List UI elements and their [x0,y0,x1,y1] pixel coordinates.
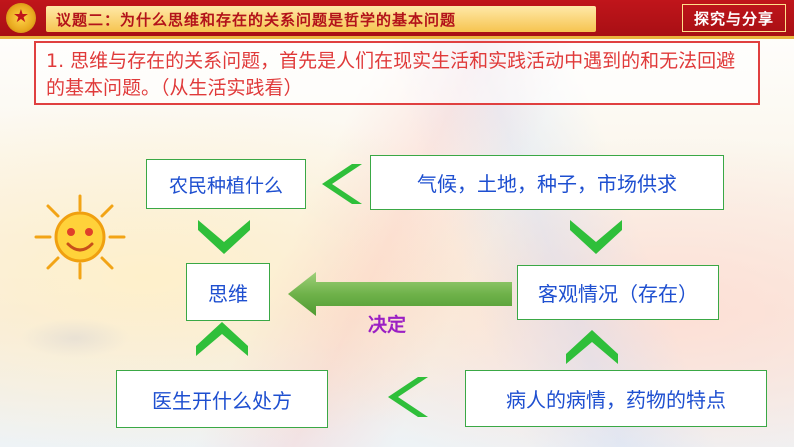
chevron-up-icon [566,330,618,364]
chevron-left-icon [388,377,428,417]
patient-box: 病人的病情，药物的特点 [465,370,767,427]
title-banner: 议题二：为什么思维和存在的关系问题是哲学的基本问题 [46,6,596,32]
factors-box: 气候，土地，种子，市场供求 [370,155,724,210]
chevron-up-icon [196,322,248,356]
explore-share-badge: 探究与分享 [682,4,786,32]
thinking-box: 思维 [186,263,270,321]
intro-box: 1. 思维与存在的关系问题，首先是人们在现实生活和实践活动中遇到的和无法回避的基… [34,41,760,105]
left-arrow-icon [288,272,512,316]
header-divider [0,36,794,39]
doctor-box: 医生开什么处方 [116,370,328,428]
national-emblem-icon: ★ [6,3,36,33]
intro-text: 1. 思维与存在的关系问题，首先是人们在现实生活和实践活动中遇到的和无法回避的基… [46,50,736,99]
star-icon: ★ [12,6,30,27]
cloud-decoration [20,318,130,358]
decides-label: 决定 [368,314,407,336]
objective-box: 客观情况（存在） [517,265,719,320]
sun-icon [34,194,126,280]
chevron-down-icon [198,220,250,254]
page-title: 议题二：为什么思维和存在的关系问题是哲学的基本问题 [56,11,457,29]
chevron-down-icon [570,220,622,254]
chevron-left-icon [322,164,362,204]
farmer-box: 农民种植什么 [146,159,306,209]
